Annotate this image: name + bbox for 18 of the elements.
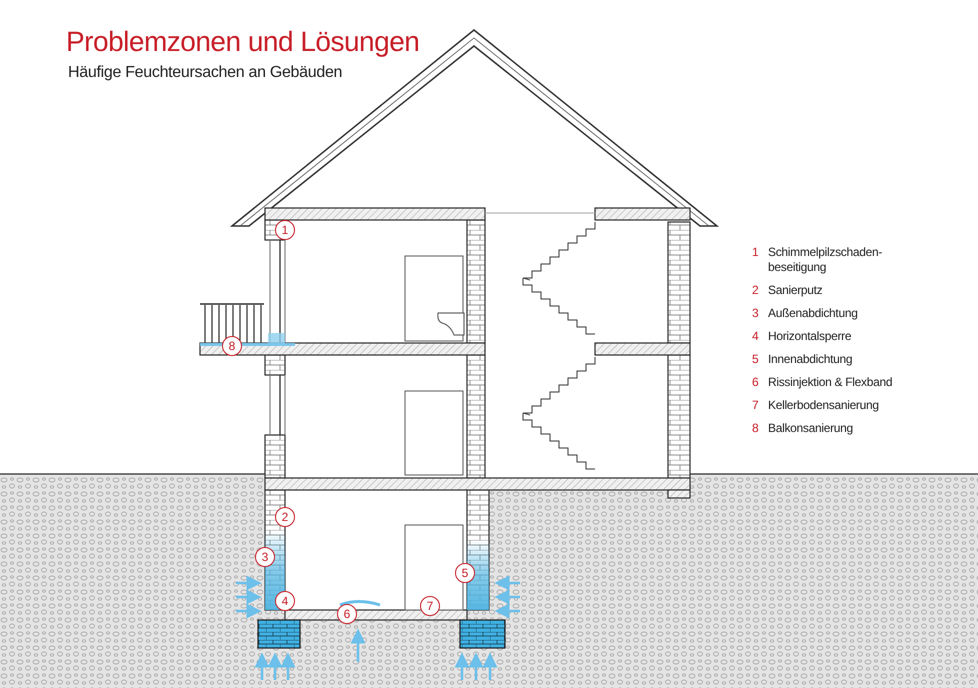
- key-number: 7: [752, 398, 759, 413]
- key-number: 1: [752, 245, 759, 260]
- key-text: Außenabdichtung: [768, 306, 859, 321]
- key-number: 2: [752, 283, 759, 298]
- key-text: Sanierputz: [768, 283, 824, 298]
- key-text: Kellerbodensanierung: [768, 398, 880, 413]
- subtitle: Häufige Feuchteursachen an Gebäuden: [68, 64, 342, 82]
- key-text: Rissinjektion & Flexband: [768, 375, 894, 390]
- key-number: 4: [752, 329, 759, 344]
- key-number: 8: [752, 421, 759, 436]
- title: Problemzonen und Lösungen: [66, 26, 420, 58]
- key-text: Horizontalsperre: [768, 329, 852, 344]
- key-text: Innenabdichtung: [768, 352, 854, 367]
- key-number: 6: [752, 375, 759, 390]
- key-number: 5: [752, 352, 759, 367]
- key-text: Balkonsanierung: [768, 421, 854, 436]
- key-number: 3: [752, 306, 759, 321]
- key-text: Schimmelpilzschaden- beseitigung: [768, 245, 884, 275]
